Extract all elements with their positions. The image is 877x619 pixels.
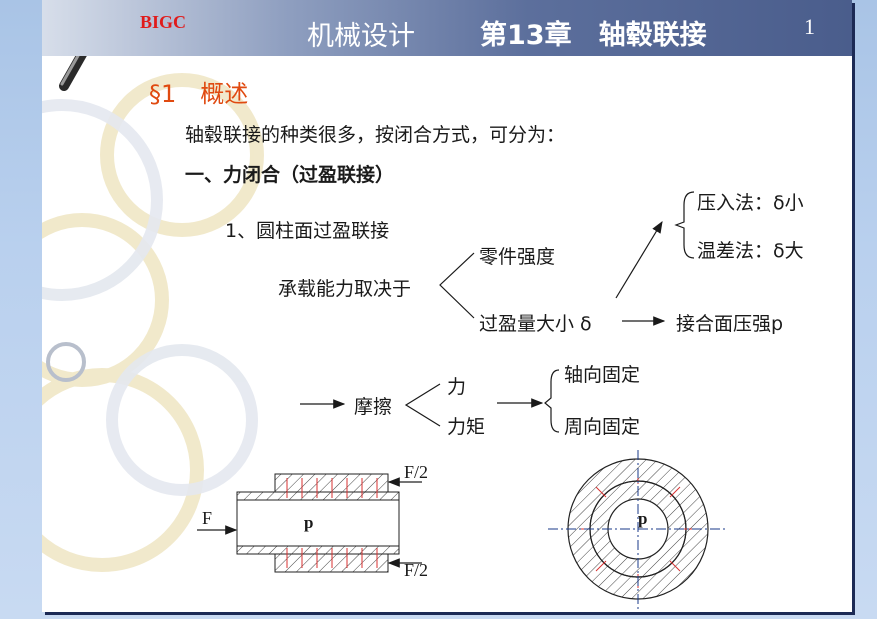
connector-lines bbox=[197, 191, 728, 612]
intro-text: 轴毂联接的种类很多，按闭合方式，可分为： bbox=[185, 124, 566, 146]
chapter-title: 第13章 轴毂联接 bbox=[480, 20, 707, 51]
course-title: 机械设计 bbox=[307, 21, 415, 52]
tree-root: 承载能力取决于 bbox=[278, 278, 412, 300]
friction-fork bbox=[404, 383, 441, 427]
friction-root: 摩擦 bbox=[354, 396, 393, 418]
ring-section-figure bbox=[548, 450, 728, 612]
hub-section-figure bbox=[197, 473, 422, 573]
methods-brace bbox=[674, 191, 695, 259]
axial-fixing: 轴向固定 bbox=[564, 364, 641, 386]
page-number: 1 bbox=[804, 14, 815, 39]
subsection-title: 一、力闭合（过盈联接） bbox=[185, 164, 395, 186]
brand-logo: BIGC bbox=[140, 12, 187, 32]
friction-torque: 力矩 bbox=[447, 416, 486, 438]
half-force-top-label: F/2 bbox=[404, 462, 429, 482]
background-decoration bbox=[42, 7, 264, 572]
pressure-label-left: p bbox=[304, 513, 314, 532]
thermal-method: 温差法：δ大 bbox=[697, 240, 804, 262]
circumferential-fixing: 周向固定 bbox=[564, 416, 641, 438]
arrow-to-methods bbox=[615, 220, 663, 299]
slide-header bbox=[42, 0, 852, 56]
item-heading: 1、圆柱面过盈联接 bbox=[225, 220, 390, 242]
fixing-brace bbox=[544, 369, 560, 433]
tree-result: 接合面压强p bbox=[676, 313, 784, 335]
tree-branch-interference: 过盈量大小 δ bbox=[479, 313, 592, 335]
friction-force: 力 bbox=[447, 376, 467, 398]
section-title: §1 概述 bbox=[149, 80, 249, 108]
force-label: F bbox=[202, 508, 213, 528]
half-force-bottom-label: F/2 bbox=[404, 560, 429, 580]
pressure-label-right: p bbox=[638, 509, 648, 528]
slide: BIGC 机械设计 第13章 轴毂联接 1 §1 概述 轴毂联接的种类很多，按闭… bbox=[42, 0, 852, 612]
tree-fork bbox=[439, 252, 475, 319]
press-method: 压入法：δ小 bbox=[697, 192, 804, 214]
tree-branch-strength: 零件强度 bbox=[479, 246, 556, 268]
